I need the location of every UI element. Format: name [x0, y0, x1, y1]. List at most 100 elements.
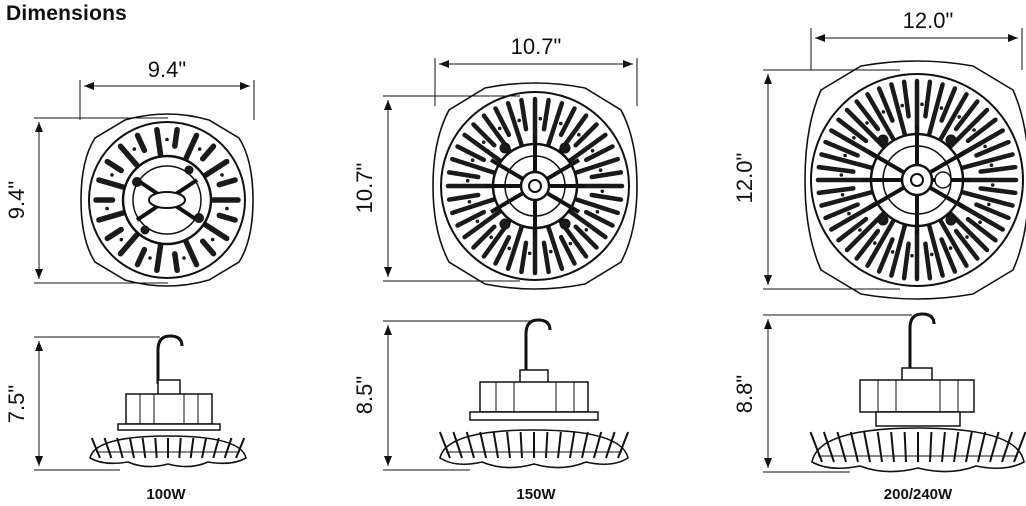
side-fin — [90, 437, 101, 459]
heatsink-fin — [471, 122, 497, 148]
heatsink-fin — [493, 106, 512, 138]
heatsink-vent — [930, 252, 934, 257]
heatsink-vent — [568, 241, 573, 246]
side-fin — [212, 437, 220, 459]
heatsink-vent — [852, 136, 856, 140]
heatsink-fin — [462, 132, 504, 164]
heatsink-fin — [134, 246, 148, 268]
dim-side-height-100w: 7.5" — [4, 385, 29, 423]
heatsink-fin — [519, 240, 529, 275]
side-fin — [569, 431, 576, 459]
heatsink-fin — [923, 79, 933, 119]
dim-top-width-100w: 9.4" — [148, 57, 186, 82]
heatsink-fin — [974, 202, 1011, 221]
heatsink-vent — [132, 147, 137, 151]
heatsink-fin — [455, 144, 487, 163]
heatsink-fin — [819, 152, 875, 171]
heatsink-fin — [865, 217, 897, 268]
side-fin — [506, 431, 511, 459]
heatsink-fin — [455, 209, 487, 228]
heatsink-fin — [816, 164, 856, 174]
heatsink-vent — [148, 256, 152, 260]
heatsink-fin — [154, 242, 164, 274]
heatsink-fin — [923, 241, 933, 281]
heatsink-fin — [583, 144, 615, 163]
heatsink-fin — [865, 92, 897, 143]
unit-200-240w: 12.0" 12.0" 8.8" 200/240W — [732, 8, 1026, 503]
side-fin — [103, 437, 113, 459]
heatsink-vent — [881, 110, 886, 114]
heatsink-fin — [96, 177, 126, 190]
heatsink-vent — [990, 183, 995, 187]
heatsink-fin — [965, 216, 998, 243]
heatsink-fin — [854, 228, 881, 261]
heatsink-fin — [889, 222, 908, 278]
heatsink-vent — [165, 137, 169, 142]
heatsink-vent — [475, 219, 480, 224]
heatsink-vent — [939, 106, 944, 110]
heatsink-fin — [589, 192, 624, 202]
heatsink-fin — [566, 208, 608, 240]
heatsink-vent — [182, 256, 186, 260]
heatsink-vent — [920, 102, 924, 107]
heatsink-fin — [117, 232, 140, 257]
heatsink-vent — [595, 210, 600, 214]
heatsink-vent — [507, 246, 511, 251]
heatsink-vent — [517, 118, 521, 123]
side-fin — [941, 431, 946, 463]
heatsink-fin — [823, 202, 860, 221]
heatsink-fin — [953, 228, 980, 261]
dim-top-width-150w: 10.7" — [511, 34, 562, 59]
heatsink-fin — [104, 226, 124, 242]
side-fin — [154, 437, 158, 459]
heatsink-vent — [465, 178, 470, 183]
heatsink-fin — [558, 234, 577, 266]
heatsink-fin — [889, 82, 908, 138]
heatsink-vent — [497, 126, 502, 131]
side-fin — [452, 431, 463, 459]
side-fin — [836, 431, 847, 463]
heatsink-fin — [545, 223, 565, 271]
heatsink-fin — [183, 132, 200, 161]
heatsink-fin — [462, 208, 504, 240]
heatsink-fin — [199, 143, 217, 162]
heatsink-vent — [119, 237, 124, 242]
side-fin — [822, 431, 835, 463]
heatsink-fin — [901, 241, 911, 281]
heatsink-vent — [197, 147, 202, 151]
side-fin — [617, 431, 630, 459]
side-fin — [1013, 431, 1026, 463]
heatsink-vent — [972, 128, 976, 132]
heatsink-vent — [220, 173, 224, 177]
heatsink-fin — [104, 158, 124, 174]
heatsink-vent — [839, 173, 844, 177]
side-fin — [903, 431, 907, 463]
side-fin — [929, 431, 933, 463]
highbay-top-view-icon — [80, 113, 254, 287]
heatsink-vent — [987, 202, 991, 207]
highbay-top-view-icon — [432, 82, 638, 290]
heatsink-fin — [974, 139, 1011, 158]
heatsink-fin — [978, 164, 1018, 174]
heatsink-vent — [873, 241, 877, 245]
side-fin — [876, 431, 883, 463]
heatsink-fin — [450, 156, 498, 176]
side-fin — [809, 431, 823, 463]
heatsink-vent — [900, 103, 904, 108]
side-fin — [479, 431, 487, 459]
heatsink-vent — [965, 235, 969, 239]
heatsink-fin — [573, 224, 599, 250]
heatsink-fin — [505, 223, 525, 271]
heatsink-fin — [172, 251, 180, 274]
heatsink-fin — [589, 170, 624, 180]
heatsink-vent — [577, 132, 581, 137]
dim-top-height-150w: 10.7" — [352, 163, 377, 214]
side-fin — [223, 437, 233, 459]
heatsink-fin — [959, 189, 1015, 208]
heatsink-fin — [134, 132, 148, 154]
heatsink-vent — [858, 228, 862, 232]
heatsink-fin — [583, 209, 615, 228]
heatsink-fin — [937, 92, 969, 143]
side-fin — [557, 431, 562, 459]
